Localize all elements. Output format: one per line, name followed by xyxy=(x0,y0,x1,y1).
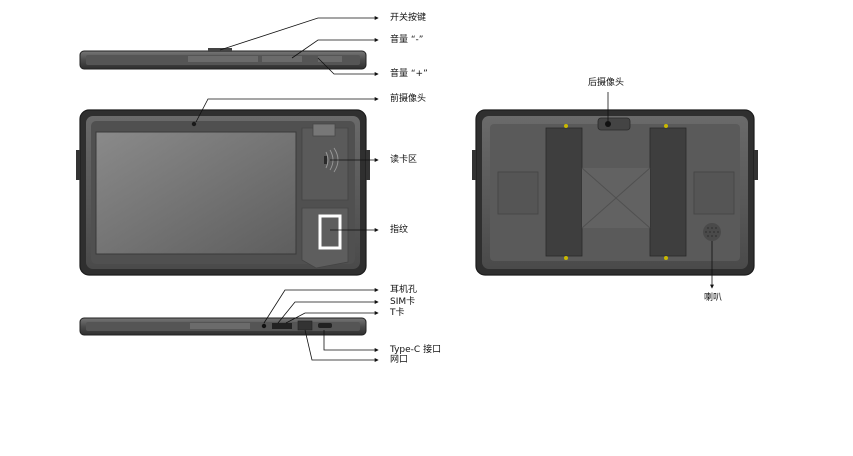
front-view xyxy=(76,109,370,276)
label-rear-camera: 后摄像头 xyxy=(588,78,625,88)
label-power-button: 开关按键 xyxy=(390,13,427,23)
label-speaker: 喇叭 xyxy=(704,293,723,303)
network-port-shape xyxy=(297,320,313,331)
speaker-grille xyxy=(703,223,721,241)
label-headphone-jack: 耳机孔 xyxy=(390,285,418,295)
label-type-c: Type-C 接口 xyxy=(390,345,442,355)
label-front-camera: 前摄像头 xyxy=(390,94,427,104)
sim-slot-shape xyxy=(272,323,292,329)
headphone-jack-shape xyxy=(261,323,267,329)
screen xyxy=(95,131,297,255)
label-t-card: T卡 xyxy=(390,308,405,318)
rear-camera-shape xyxy=(605,121,611,127)
label-card-reader: 读卡区 xyxy=(390,155,418,165)
type-c-shape xyxy=(318,323,332,328)
label-volume-down: 音量 “-” xyxy=(390,35,424,45)
bottom-edge-view xyxy=(79,317,367,336)
label-fingerprint: 指纹 xyxy=(390,225,409,235)
top-edge-view xyxy=(79,48,367,70)
label-volume-up: 音量 “+” xyxy=(390,69,428,79)
fingerprint-frame xyxy=(318,214,342,250)
front-camera-shape xyxy=(191,121,197,127)
label-network-port: 网口 xyxy=(390,355,409,365)
label-sim-card: SIM卡 xyxy=(390,297,416,307)
rear-view xyxy=(472,109,758,276)
leader-lines xyxy=(195,16,714,362)
